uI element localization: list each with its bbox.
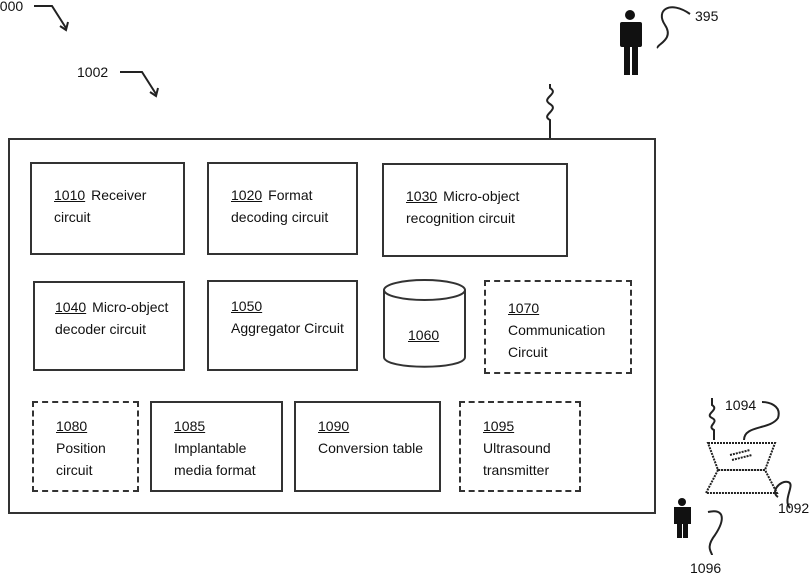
- component-1095: 1095Ultrasound transmitter: [459, 401, 581, 492]
- component-1060-label: 1060: [408, 327, 439, 343]
- ref-1092: 1092: [778, 500, 809, 516]
- person-icon-1096: [674, 498, 691, 538]
- arrow-1000: [34, 6, 68, 30]
- laptop-antenna-icon: [710, 398, 715, 440]
- antenna-icon: [547, 84, 553, 138]
- component-1070: 1070Communication Circuit: [484, 280, 632, 374]
- leader-395: [658, 7, 690, 48]
- cylinder-1060: [384, 280, 465, 367]
- component-1020: 1020Format decoding circuit: [207, 162, 358, 255]
- ref-1094: 1094: [725, 397, 756, 413]
- ref-1096: 1096: [690, 560, 721, 573]
- component-1090: 1090Conversion table: [294, 401, 441, 492]
- component-1080: 1080Position circuit: [32, 401, 139, 492]
- component-1085: 1085Implantable media format: [150, 401, 283, 492]
- component-1050: 1050Aggregator Circuit: [207, 280, 358, 371]
- laptop-icon: [706, 443, 777, 493]
- arrow-1002: [120, 72, 158, 96]
- leader-1096: [708, 511, 722, 555]
- component-1010: 1010Receiver circuit: [30, 162, 185, 255]
- ref-395: 395: [695, 8, 718, 24]
- ref-1002: 1002: [77, 64, 108, 80]
- component-1040: 1040Micro-object decoder circuit: [33, 281, 185, 371]
- person-icon-395: [620, 10, 642, 75]
- ref-1000: 1000: [0, 0, 23, 14]
- component-1030: 1030Micro-object recognition circuit: [382, 163, 568, 257]
